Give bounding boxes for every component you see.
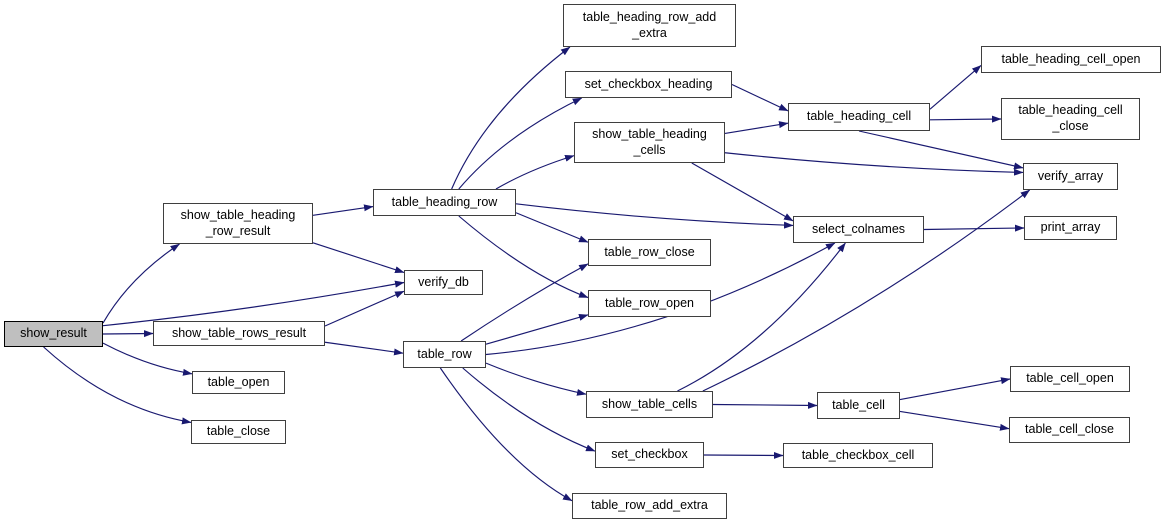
- node-table_heading_row_add_extra[interactable]: table_heading_row_add _extra: [563, 4, 736, 47]
- edge-show_result--show_table_rows_result: [102, 330, 154, 338]
- node-table_cell[interactable]: table_cell: [817, 392, 900, 419]
- node-table_row_open[interactable]: table_row_open: [588, 290, 711, 317]
- edge-table_heading_row--table_heading_row_add_extra: [451, 46, 571, 190]
- node-show_table_heading_cells[interactable]: show_table_heading _cells: [574, 122, 725, 163]
- node-set_checkbox_heading[interactable]: set_checkbox_heading: [565, 71, 732, 98]
- edge-set_checkbox_heading--table_heading_cell: [731, 83, 789, 112]
- node-table_open[interactable]: table_open: [192, 371, 285, 394]
- edge-show_table_heading_row_result--table_heading_row: [312, 204, 374, 216]
- edge-table_heading_cell--table_heading_cell_open: [929, 65, 982, 110]
- edge-table_heading_row--show_table_heading_cells: [495, 154, 575, 190]
- edge-show_table_rows_result--verify_db: [324, 290, 405, 327]
- node-table_row_add_extra[interactable]: table_row_add_extra: [572, 493, 727, 519]
- node-table_checkbox_cell[interactable]: table_checkbox_cell: [783, 443, 933, 468]
- node-print_array[interactable]: print_array: [1024, 216, 1117, 240]
- node-table_heading_cell_open[interactable]: table_heading_cell_open: [981, 46, 1161, 73]
- edge-table_heading_cell--table_heading_cell_close: [929, 115, 1002, 123]
- edge-show_table_cells--verify_array: [702, 189, 1031, 392]
- node-verify_db[interactable]: verify_db: [404, 270, 483, 295]
- node-table_row_close[interactable]: table_row_close: [588, 239, 711, 266]
- edge-select_colnames--print_array: [923, 224, 1025, 232]
- node-table_heading_row[interactable]: table_heading_row: [373, 189, 516, 216]
- edge-table_heading_row--table_row_open: [458, 215, 589, 299]
- edge-table_heading_row--set_checkbox_heading: [458, 97, 583, 190]
- node-table_heading_cell_close[interactable]: table_heading_cell _close: [1001, 98, 1140, 140]
- node-table_row[interactable]: table_row: [403, 341, 486, 368]
- edge-table_cell--table_cell_open: [899, 377, 1011, 401]
- edge-table_row--table_row_add_extra: [439, 367, 573, 502]
- node-table_close[interactable]: table_close: [191, 420, 286, 444]
- edge-table_row--select_colnames: [485, 242, 836, 356]
- edge-table_heading_cell--verify_array: [858, 130, 1024, 170]
- edge-table_row--set_checkbox: [462, 367, 596, 452]
- node-show_table_rows_result[interactable]: show_table_rows_result: [153, 321, 325, 346]
- edge-show_table_cells--select_colnames: [677, 242, 846, 392]
- edge-show_result--show_table_heading_row_result: [102, 243, 180, 324]
- node-verify_array[interactable]: verify_array: [1023, 163, 1118, 190]
- node-show_result[interactable]: show_result: [4, 321, 103, 347]
- edge-set_checkbox--table_checkbox_cell: [703, 451, 784, 459]
- edge-show_table_heading_cells--table_heading_cell: [724, 121, 789, 135]
- node-set_checkbox[interactable]: set_checkbox: [595, 442, 704, 468]
- edge-show_table_heading_row_result--verify_db: [312, 242, 405, 274]
- node-table_cell_open[interactable]: table_cell_open: [1010, 366, 1130, 392]
- edge-table_heading_row--table_row_close: [515, 212, 589, 243]
- edge-show_table_heading_cells--verify_array: [724, 152, 1024, 176]
- edge-show_result--verify_db: [102, 280, 405, 327]
- edge-table_row--show_table_cells: [485, 362, 587, 396]
- edge-group: [43, 46, 1031, 502]
- edge-show_table_cells--table_cell: [712, 401, 818, 409]
- edge-table_row--table_row_close: [460, 263, 589, 342]
- edge-table_cell--table_cell_close: [899, 410, 1010, 431]
- node-table_heading_cell[interactable]: table_heading_cell: [788, 103, 930, 131]
- node-select_colnames[interactable]: select_colnames: [793, 216, 924, 243]
- edge-show_result--table_open: [102, 342, 193, 376]
- edge-show_result--table_close: [43, 346, 192, 425]
- node-table_cell_close[interactable]: table_cell_close: [1009, 417, 1130, 443]
- edge-show_table_rows_result--table_row: [324, 341, 404, 356]
- node-show_table_heading_row_result[interactable]: show_table_heading _row_result: [163, 203, 313, 244]
- node-show_table_cells[interactable]: show_table_cells: [586, 391, 713, 418]
- edge-show_table_heading_cells--select_colnames: [691, 162, 794, 222]
- edge-table_heading_row--select_colnames: [515, 203, 794, 229]
- edge-table_row--table_row_open: [485, 313, 589, 345]
